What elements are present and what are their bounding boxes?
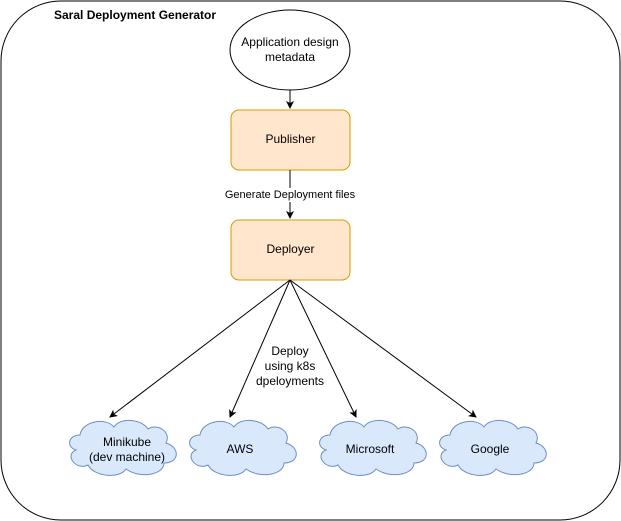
container-title: Saral Deployment Generator <box>54 8 217 22</box>
deployer-label: Deployer <box>266 242 315 256</box>
cloud-label-google: Google <box>470 442 510 456</box>
edge-deployer-minikube <box>109 279 291 418</box>
metadata-label: Application design metadata <box>241 35 339 64</box>
edge-label-deploy: Deploy using k8s dpeloyments <box>255 344 325 388</box>
edge-deployer-google <box>289 279 477 418</box>
cloud-label-microsoft: Microsoft <box>345 442 395 456</box>
edge-label-generate: Generate Deployment files <box>222 188 358 202</box>
edge-deployer-aws <box>229 279 291 418</box>
cloud-label-minikube: Minikube (dev machine) <box>88 435 166 464</box>
cloud-label-aws: AWS <box>226 442 254 456</box>
edge-deployer-microsoft <box>289 279 357 418</box>
publisher-label: Publisher <box>265 132 316 146</box>
